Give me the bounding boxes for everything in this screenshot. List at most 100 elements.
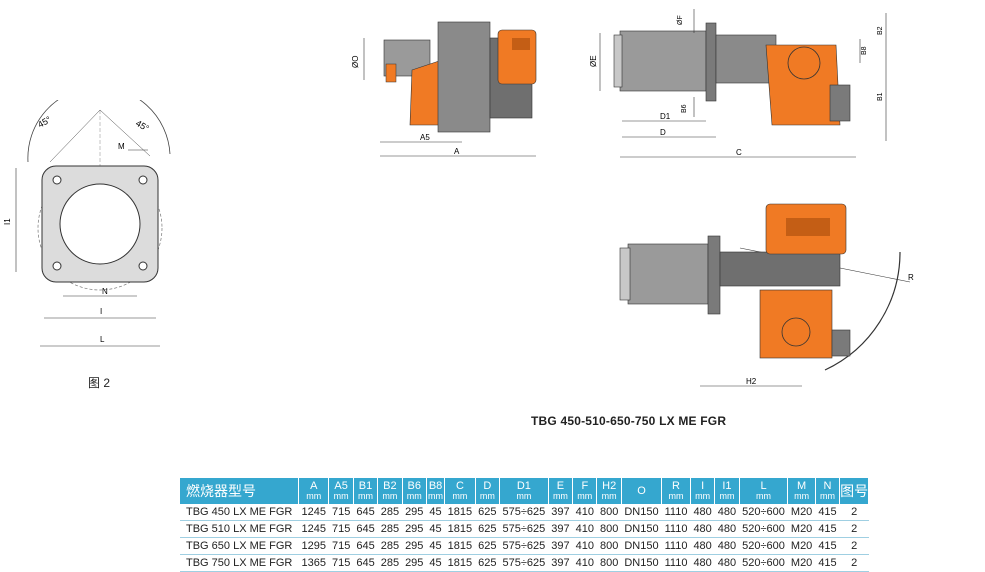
table-cell: 410 xyxy=(572,554,597,572)
table-cell: 1110 xyxy=(661,554,691,572)
angle-left-label: 45° xyxy=(36,114,53,130)
table-cell: 2 xyxy=(839,504,869,521)
dim-I1-label: I1 xyxy=(3,218,12,225)
table-cell: 480 xyxy=(714,520,740,538)
column-header-unit: mm xyxy=(695,491,711,501)
table-cell: 1295 xyxy=(298,537,329,555)
column-header-unit: mm xyxy=(668,491,684,501)
dim-L-label: L xyxy=(100,335,105,344)
table-cell: 480 xyxy=(690,554,715,572)
column-header-o: O xyxy=(621,478,663,504)
column-header-name: B8 xyxy=(428,480,443,492)
table-cell: 480 xyxy=(714,537,740,555)
table-cell: 397 xyxy=(548,554,573,572)
table-cell: 480 xyxy=(714,554,740,572)
column-header-unit: mm xyxy=(358,491,374,501)
table-cell: DN150 xyxy=(621,554,662,572)
table-cell: 2 xyxy=(839,537,869,555)
table-cell: 520÷600 xyxy=(739,554,788,572)
table-cell: 2 xyxy=(839,520,869,538)
column-header-name: B2 xyxy=(383,480,397,492)
table-cell: 1815 xyxy=(444,554,476,572)
column-header-name: D xyxy=(483,480,492,492)
column-header-name: H2 xyxy=(602,480,617,492)
table-cell: 480 xyxy=(690,520,715,538)
table-cell: 645 xyxy=(353,520,378,538)
table-cell: 1815 xyxy=(444,504,476,521)
model-column-header: 燃烧器型号 xyxy=(180,478,299,504)
column-header-unit: mm xyxy=(552,491,568,501)
column-header-name: F xyxy=(581,480,589,492)
table-cell: DN150 xyxy=(621,504,662,521)
table-cell: 1815 xyxy=(444,520,476,538)
table-cell: 1110 xyxy=(661,537,691,555)
column-header-name: R xyxy=(672,480,680,492)
table-cell: 575÷625 xyxy=(499,520,549,538)
top-view-drawing: R H2 xyxy=(619,203,914,387)
dim-I-label: I xyxy=(100,307,102,316)
fig-column-header: 图号 xyxy=(839,478,870,504)
dim-B8-label: B8 xyxy=(861,46,868,55)
column-header-unit: mm xyxy=(601,491,617,501)
column-header-unit: mm xyxy=(382,491,398,501)
column-header-name: E xyxy=(556,480,565,492)
column-header-unit: mm xyxy=(794,491,810,501)
table-cell: 415 xyxy=(815,537,840,555)
table-cell: 1365 xyxy=(298,554,329,572)
table-cell: 285 xyxy=(377,520,403,538)
table-cell: 45 xyxy=(426,537,445,555)
table-cell: 575÷625 xyxy=(499,504,549,521)
table-cell: 575÷625 xyxy=(499,537,549,555)
table-cell: 1245 xyxy=(298,520,329,538)
column-header-unit: mm xyxy=(306,491,322,501)
table-cell: 1245 xyxy=(298,504,329,521)
table-cell: 415 xyxy=(815,520,840,538)
model-cell: TBG 750 LX ME FGR xyxy=(180,554,299,572)
table-cell: 645 xyxy=(353,554,378,572)
table-cell: 520÷600 xyxy=(739,504,788,521)
dim-O-label: ØO xyxy=(351,56,360,68)
dim-A5-label: A5 xyxy=(420,133,430,142)
column-header-unit: mm xyxy=(452,491,468,501)
table-cell: M20 xyxy=(787,504,816,521)
table-cell: 415 xyxy=(815,554,840,572)
column-header-name: I1 xyxy=(722,480,732,492)
model-cell: TBG 650 LX ME FGR xyxy=(180,537,299,555)
table-cell: DN150 xyxy=(621,537,662,555)
dim-H2-label: H2 xyxy=(746,377,757,386)
column-header-unit: mm xyxy=(333,491,349,501)
table-cell: 45 xyxy=(426,554,445,572)
table-cell: 715 xyxy=(328,537,354,555)
column-header-name: I xyxy=(701,480,705,492)
table-cell: 285 xyxy=(377,504,403,521)
model-cell: TBG 450 LX ME FGR xyxy=(180,504,299,521)
table-cell: 285 xyxy=(377,554,403,572)
table-cell: 410 xyxy=(572,504,597,521)
table-cell: 645 xyxy=(353,537,378,555)
table-cell: 295 xyxy=(402,537,427,555)
table-cell: 397 xyxy=(548,537,573,555)
table-cell: 625 xyxy=(475,554,500,572)
angle-right-label: 45° xyxy=(134,118,151,134)
table-cell: 45 xyxy=(426,504,445,521)
table-cell: M20 xyxy=(787,554,816,572)
column-header-unit: mm xyxy=(406,491,422,501)
dim-N-label: N xyxy=(102,287,108,296)
table-cell: 45 xyxy=(426,520,445,538)
column-header-name: C xyxy=(455,480,464,492)
front-view-drawing: ØE ØF B6 D1 D C B8 B2 B1 xyxy=(590,9,887,158)
column-header-name: O xyxy=(637,485,646,497)
table-cell: 410 xyxy=(572,537,597,555)
column-header-unit: mm xyxy=(479,491,495,501)
table-cell: 285 xyxy=(377,537,403,555)
column-header-unit: mm xyxy=(577,491,593,501)
flange-drawing: 45° 45° M I1 N I L xyxy=(3,100,171,347)
